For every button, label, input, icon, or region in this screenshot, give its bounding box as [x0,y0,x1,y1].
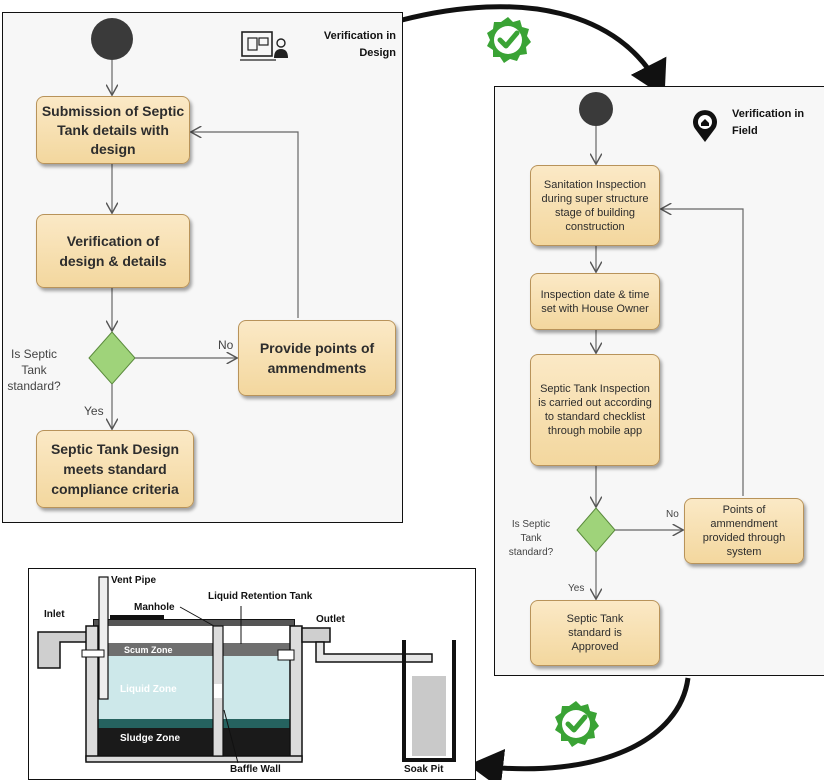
field-sanitation-node: Sanitation Inspection during super struc… [530,165,660,246]
verified-badge-icon [484,16,532,64]
sludge-zone [96,728,292,758]
scum-zone [96,643,292,656]
soak-pit-fill [412,676,446,756]
outlet-pipe [301,627,331,643]
field-date-text: Inspection date & time set with House Ow… [540,288,650,315]
field-to-tank-arrow [468,677,691,780]
outlet-label: Outlet [316,614,345,625]
design-meets-node: Septic Tank Design meets standard compli… [36,430,194,508]
blueprint-icon [240,28,288,64]
design-amendments-text: Provide points of ammendments [259,340,375,376]
field-inspection-node: Septic Tank Inspection is carried out ac… [530,354,660,466]
design-to-field-arrow [401,4,667,97]
sludge-top-layer [96,719,292,728]
vent-pipe-label: Vent Pipe [111,575,157,586]
soak-pit-label: Soak Pit [404,764,444,775]
field-sanitation-text: Sanitation Inspection during super struc… [541,178,649,233]
design-amendments-node: Provide points of ammendments [238,320,396,396]
design-no-label: No [218,338,234,352]
manhole [110,615,164,620]
design-verification-text: Verification of design & details [59,233,167,269]
design-start-node [91,18,133,60]
field-points-node: Points of ammendment provided through sy… [684,498,804,564]
design-yes-label: Yes [84,404,104,418]
liquid-zone [96,656,292,719]
field-date-node: Inspection date & time set with House Ow… [530,273,660,330]
design-submission-node: Submission of Septic Tank details with d… [36,96,190,164]
soak-pit-wall [402,640,456,762]
field-title: Verification in Field [732,108,805,137]
field-no-label: No [666,509,679,520]
field-points-text: Points of ammendment provided through sy… [702,504,786,558]
field-yes-label: Yes [568,583,585,594]
design-title: Verification in Design [323,30,396,59]
liquid-zone-label: Liquid Zone [120,684,177,695]
design-verification-node: Verification of design & details [36,214,190,288]
field-approved-node: Septic Tank standard is Approved [530,600,660,666]
verified-badge-icon [552,700,600,748]
liquid-retention-label: Liquid Retention Tank [208,591,313,602]
sludge-zone-label: Sludge Zone [120,733,180,744]
location-pin-icon [692,109,718,143]
scum-zone-label: Scum Zone [124,645,173,655]
inlet-label: Inlet [44,609,65,620]
design-submission-text: Submission of Septic Tank details with d… [41,102,185,157]
field-inspection-text: Septic Tank Inspection is carried out ac… [538,383,652,437]
baffle-wall-label: Baffle Wall [230,764,281,775]
field-approved-text: Septic Tank standard is Approved [566,613,624,653]
design-meets-text: Septic Tank Design meets standard compli… [50,441,180,497]
vent-pipe [98,576,109,700]
design-decision-label: Is Septic Tank standard? [7,347,61,393]
field-start-node [579,92,613,126]
manhole-label: Manhole [134,602,175,613]
field-decision-label: Is Septic Tank standard? [508,519,554,558]
